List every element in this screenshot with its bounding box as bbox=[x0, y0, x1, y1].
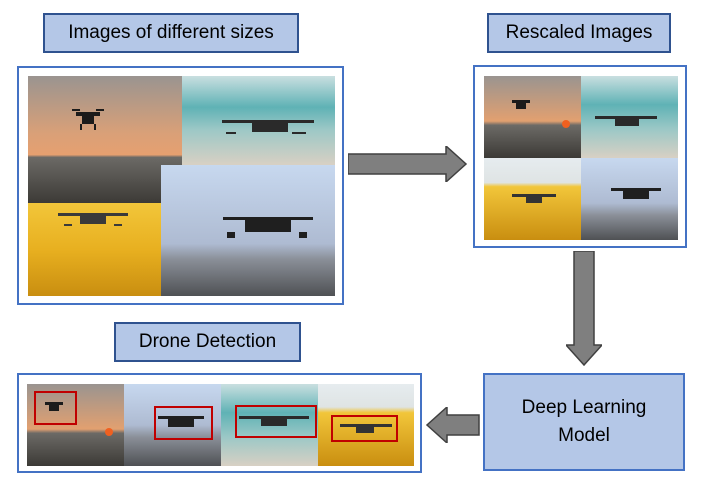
drone-icon bbox=[223, 217, 313, 238]
beach-drone-photo bbox=[182, 76, 335, 165]
drone-icon bbox=[222, 120, 314, 134]
detection-box-2 bbox=[154, 406, 213, 440]
drone-icon bbox=[512, 100, 530, 109]
input-images-label-text: Images of different sizes bbox=[68, 22, 274, 43]
arrow-right-icon bbox=[348, 146, 468, 182]
flowers-drone-photo bbox=[28, 203, 161, 296]
drone-icon bbox=[158, 416, 204, 427]
arrow-down-icon bbox=[566, 251, 602, 367]
drone-icon bbox=[239, 416, 309, 426]
rescaled-beach-photo bbox=[581, 76, 678, 158]
drone-icon bbox=[595, 116, 657, 126]
drone-detection-label: Drone Detection bbox=[114, 322, 301, 362]
detect-flowers-photo bbox=[318, 384, 414, 466]
drone-icon bbox=[45, 402, 63, 411]
rescaled-images-label-text: Rescaled Images bbox=[505, 22, 653, 43]
city-drone-photo bbox=[161, 165, 335, 296]
drone-icon bbox=[58, 213, 128, 226]
rescaled-sunset-photo bbox=[484, 76, 581, 158]
drone-detection-label-text: Drone Detection bbox=[138, 331, 277, 352]
input-images-label: Images of different sizes bbox=[43, 13, 299, 53]
detection-box-1 bbox=[34, 391, 77, 425]
drone-icon bbox=[512, 194, 556, 203]
drone-detection-frame bbox=[17, 373, 422, 473]
rescaled-images-frame bbox=[473, 65, 687, 248]
drone-icon bbox=[340, 424, 392, 433]
rescaled-flowers-photo bbox=[484, 158, 581, 240]
detect-beach-photo bbox=[221, 384, 318, 466]
input-images-frame bbox=[17, 66, 344, 305]
model-label-line2: Model bbox=[558, 425, 610, 446]
sunset-drone-photo bbox=[28, 76, 182, 203]
rescaled-images-label: Rescaled Images bbox=[487, 13, 671, 53]
model-label-line1: Deep Learning bbox=[521, 397, 647, 418]
drone-icon bbox=[72, 109, 104, 130]
deep-learning-model-box: Deep Learning Model bbox=[483, 373, 685, 471]
drone-icon bbox=[611, 188, 661, 199]
detection-box-4 bbox=[331, 415, 398, 442]
detect-city-photo bbox=[124, 384, 221, 466]
rescaled-city-photo bbox=[581, 158, 678, 240]
arrow-left-icon bbox=[425, 407, 480, 443]
detection-box-3 bbox=[235, 405, 317, 438]
